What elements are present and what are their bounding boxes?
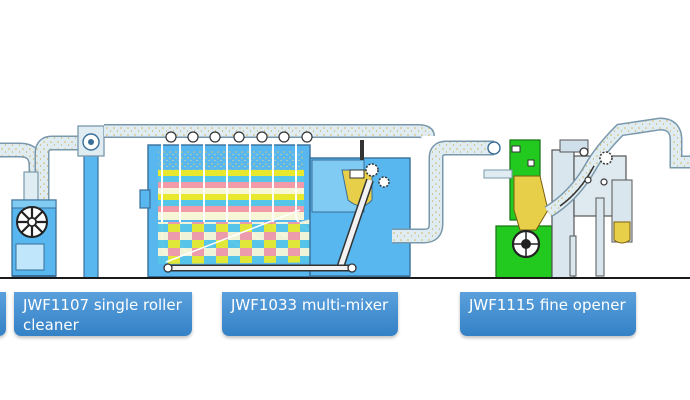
- connecting-duct: [392, 140, 501, 244]
- single-roller-cleaner-machine: [11, 135, 88, 277]
- cleaner-roller-icon: [16, 206, 48, 238]
- label-fine-opener[interactable]: JWF1115 fine opener: [460, 292, 636, 336]
- top-duct: [104, 124, 435, 143]
- gear-icon: [365, 163, 390, 188]
- label-left-edge: [0, 292, 6, 336]
- condenser-junction: [77, 125, 105, 279]
- multi-mixer-machine: [139, 140, 411, 278]
- label-single-roller-cleaner[interactable]: JWF1107 single roller cleaner: [14, 292, 192, 336]
- fine-opener-machine: [483, 117, 690, 279]
- bin-feed-rollers: [165, 131, 313, 143]
- opener-gear-icon: [579, 147, 613, 186]
- opener-beater-icon: [511, 229, 541, 259]
- label-multi-mixer[interactable]: JWF1033 multi-mixer: [222, 292, 398, 336]
- inclined-lattice: [163, 178, 374, 273]
